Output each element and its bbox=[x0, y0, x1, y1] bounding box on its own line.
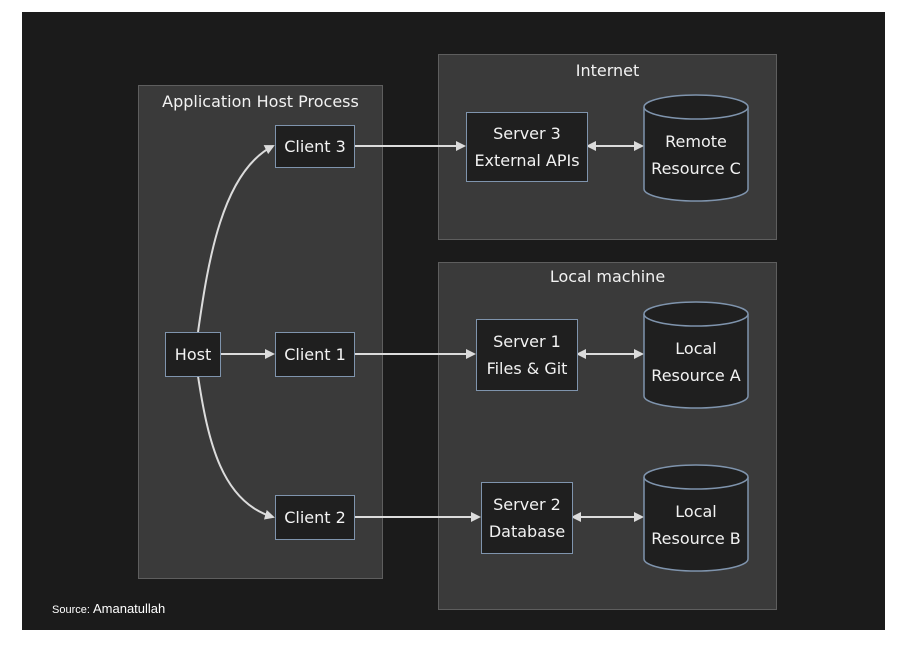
cylinder-shape bbox=[643, 94, 749, 202]
cylinder-label: Local Resource B bbox=[643, 484, 749, 566]
node-client-3: Client 3 bbox=[275, 125, 355, 168]
node-label-line1: Server 2 bbox=[493, 495, 561, 514]
node-label: Client 1 bbox=[284, 345, 346, 364]
cylinder-label-line1: Local bbox=[675, 339, 717, 358]
edge-host-client2 bbox=[197, 375, 275, 520]
node-label-line1: Server 1 bbox=[493, 332, 561, 351]
cylinder-shape bbox=[643, 464, 749, 572]
node-label: Host bbox=[174, 345, 212, 364]
cylinder-shape bbox=[643, 301, 749, 409]
resource-remote-c-cylinder: Remote Resource C bbox=[643, 94, 749, 202]
node-label: Client 2 bbox=[284, 508, 346, 527]
source-label: Source: bbox=[52, 604, 90, 616]
cylinder-label-line1: Local bbox=[675, 502, 717, 521]
node-client-1: Client 1 bbox=[275, 332, 355, 377]
cylinder-label: Remote Resource C bbox=[643, 114, 749, 196]
node-label: Client 3 bbox=[284, 137, 346, 156]
group-title: Local machine bbox=[549, 267, 666, 286]
node-label-line2: Database bbox=[488, 522, 566, 541]
resource-local-a-cylinder: Local Resource A bbox=[643, 301, 749, 409]
source-credit: Source: Amanatullah bbox=[52, 601, 165, 616]
node-label-line2: External APIs bbox=[474, 151, 580, 170]
node-server-2: Server 2 Database bbox=[481, 482, 573, 554]
source-author: Amanatullah bbox=[92, 601, 166, 616]
cylinder-label-line2: Resource C bbox=[651, 159, 741, 178]
diagram-canvas: Application Host Process Internet Local … bbox=[22, 12, 885, 630]
node-server-3: Server 3 External APIs bbox=[466, 112, 588, 182]
cylinder-label-line2: Resource A bbox=[651, 366, 741, 385]
node-label-line2: Files & Git bbox=[486, 359, 568, 378]
node-server-1: Server 1 Files & Git bbox=[476, 319, 578, 391]
node-label-line1: Server 3 bbox=[493, 124, 561, 143]
edge-host-client3 bbox=[197, 145, 275, 333]
group-title: Application Host Process bbox=[162, 92, 359, 111]
resource-local-b-cylinder: Local Resource B bbox=[643, 464, 749, 572]
cylinder-label-line2: Resource B bbox=[651, 529, 741, 548]
cylinder-label-line1: Remote bbox=[665, 132, 727, 151]
group-title: Internet bbox=[575, 61, 640, 80]
node-client-2: Client 2 bbox=[275, 495, 355, 540]
edges-layer bbox=[197, 141, 644, 522]
node-host: Host bbox=[165, 332, 221, 377]
cylinder-label: Local Resource A bbox=[643, 321, 749, 403]
